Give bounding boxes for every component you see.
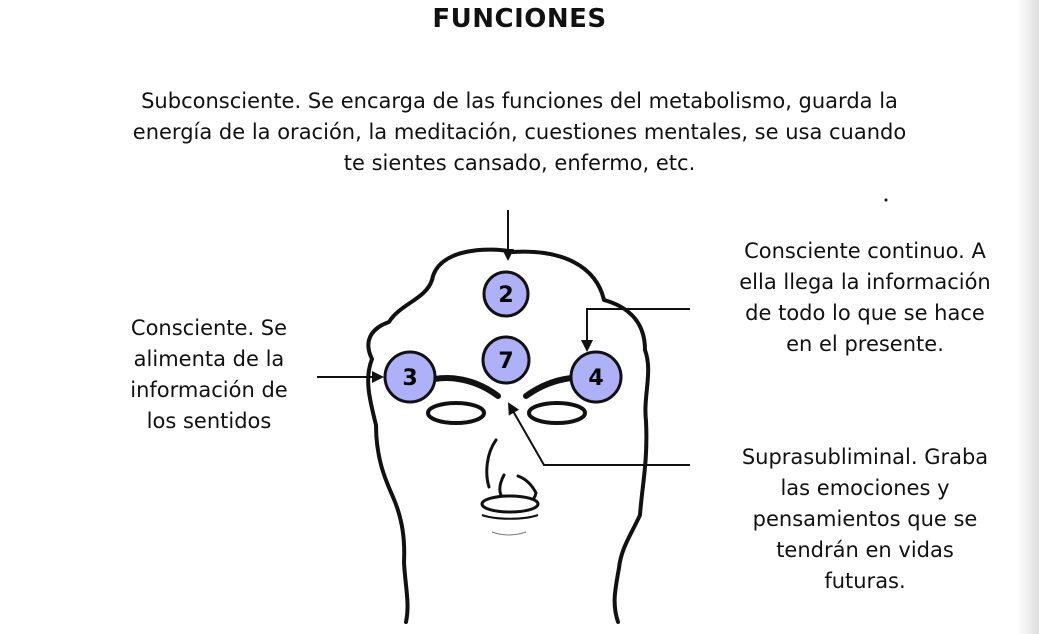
pointer-lines	[317, 210, 690, 466]
chin-line	[491, 531, 527, 536]
left-eye	[426, 401, 486, 425]
energy-point-2: 2	[482, 270, 530, 318]
energy-point-7-label: 7	[498, 349, 513, 374]
facial-features	[421, 374, 609, 536]
small-dot	[884, 198, 888, 202]
energy-point-4-label: 4	[588, 366, 603, 391]
energy-point-3: 3	[383, 350, 437, 404]
consciente-continuo-description: Consciente continuo. A ella llega la inf…	[739, 239, 991, 356]
right-eye	[527, 401, 587, 425]
suprasubliminal-description: Suprasubliminal. Graba las emociones y p…	[741, 445, 989, 593]
consciente-description: Consciente. Se alimenta de la informació…	[130, 316, 288, 433]
energy-point-3-label: 3	[402, 366, 417, 391]
energy-point-4: 4	[569, 350, 623, 404]
consciente-continuo-pointer	[581, 308, 690, 352]
subconsciente-description: Subconsciente. Se encarga de las funcion…	[132, 89, 907, 175]
energy-point-7: 7	[481, 335, 531, 385]
diagram-title: FUNCIONES	[432, 4, 607, 34]
mouth-lower-line	[481, 514, 539, 520]
energy-point-2-label: 2	[498, 283, 513, 308]
mouth-upper-lip	[480, 494, 540, 514]
suprasubliminal-pointer	[508, 402, 690, 466]
